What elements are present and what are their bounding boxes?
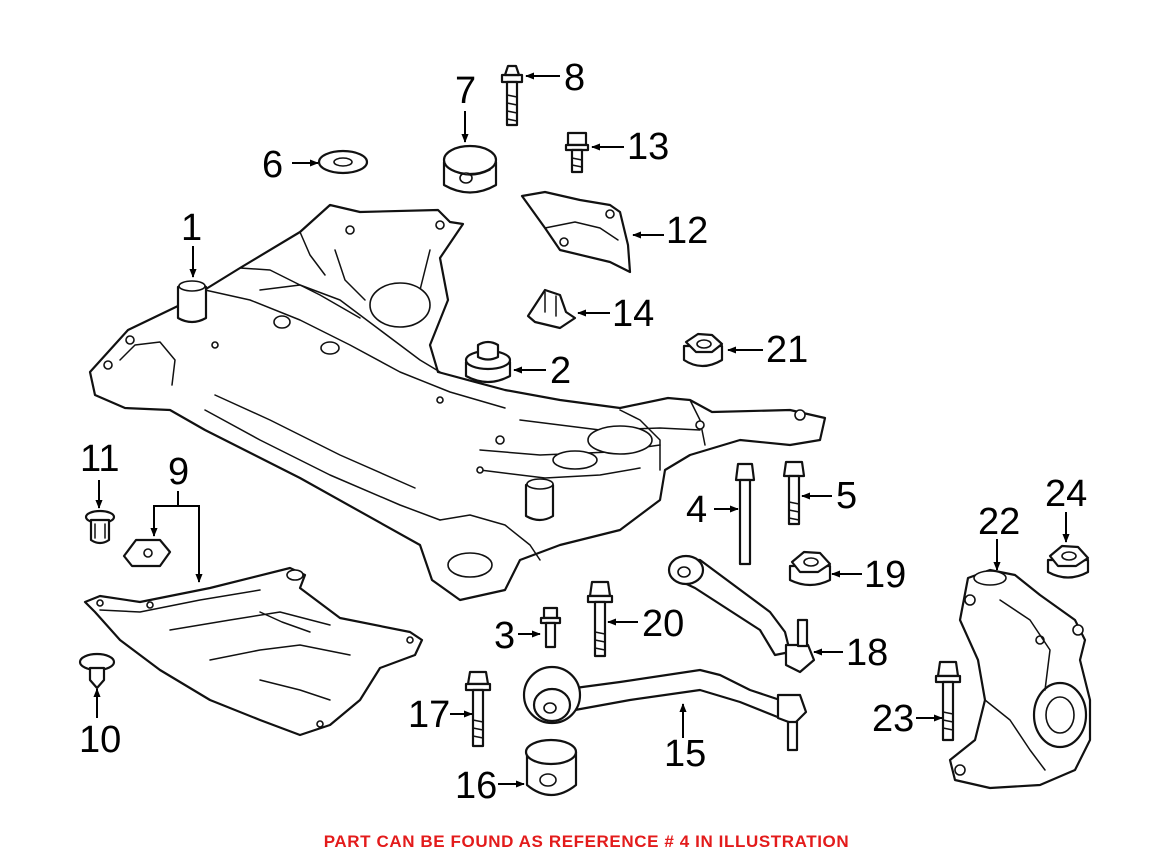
callout-3[interactable]: 3 <box>494 615 515 657</box>
nut-21-part[interactable] <box>682 332 724 368</box>
control-arm-15-part[interactable] <box>522 665 808 752</box>
callout-2[interactable]: 2 <box>550 350 571 392</box>
callout-11[interactable]: 11 <box>80 438 119 480</box>
callout-16[interactable]: 16 <box>455 765 497 807</box>
callout-5[interactable]: 5 <box>836 475 857 517</box>
callout-19[interactable]: 19 <box>864 554 906 596</box>
bolt-13-part[interactable] <box>564 131 590 174</box>
callout-labels: 1 2 3 4 5 6 7 8 9 10 11 12 13 14 15 16 1… <box>79 57 1087 807</box>
bolt-5-part[interactable] <box>782 460 806 526</box>
callout-1[interactable]: 1 <box>181 207 202 249</box>
leader-lines <box>93 72 1070 788</box>
callout-21[interactable]: 21 <box>766 329 808 371</box>
skid-plate-clip-part[interactable] <box>122 538 172 568</box>
push-clip-10-part[interactable] <box>78 652 116 690</box>
mount-bushing-part[interactable] <box>464 340 512 384</box>
subframe-part[interactable] <box>88 203 827 602</box>
callout-22[interactable]: 22 <box>978 501 1020 543</box>
callout-14[interactable]: 14 <box>612 293 654 335</box>
bolt-17-part[interactable] <box>464 670 492 748</box>
bolt-4-part[interactable] <box>734 462 756 566</box>
callout-10[interactable]: 10 <box>79 719 121 761</box>
bushing-16-part[interactable] <box>524 738 578 797</box>
callout-24[interactable]: 24 <box>1045 473 1087 515</box>
engine-mount-part[interactable] <box>442 144 498 194</box>
callout-18[interactable]: 18 <box>846 632 888 674</box>
washer-part[interactable] <box>317 149 369 175</box>
callout-7[interactable]: 7 <box>455 70 476 112</box>
callout-17[interactable]: 17 <box>408 694 450 736</box>
callout-6[interactable]: 6 <box>262 144 283 186</box>
clip-part[interactable] <box>526 288 577 330</box>
callout-4[interactable]: 4 <box>686 489 707 531</box>
bolt-20-part[interactable] <box>586 580 614 658</box>
callout-8[interactable]: 8 <box>564 57 585 99</box>
nut-24-part[interactable] <box>1046 544 1090 579</box>
callout-13[interactable]: 13 <box>627 126 669 168</box>
callout-15[interactable]: 15 <box>664 733 706 775</box>
callout-23[interactable]: 23 <box>872 698 914 740</box>
nut-19-part[interactable] <box>788 550 832 587</box>
bolt-3-part[interactable] <box>539 606 562 649</box>
callout-20[interactable]: 20 <box>642 603 684 645</box>
steering-knuckle-part[interactable] <box>948 568 1092 790</box>
callout-9[interactable]: 9 <box>168 451 189 493</box>
bolt-8-part[interactable] <box>500 64 524 127</box>
bracket-part[interactable] <box>520 190 632 274</box>
push-clip-11-part[interactable] <box>84 509 116 545</box>
control-arm-18-part[interactable] <box>667 554 816 674</box>
callout-12[interactable]: 12 <box>666 210 708 252</box>
reference-footnote: PART CAN BE FOUND AS REFERENCE # 4 IN IL… <box>323 832 850 851</box>
skid-plate-part[interactable] <box>83 566 424 737</box>
bolt-23-part[interactable] <box>934 660 962 742</box>
